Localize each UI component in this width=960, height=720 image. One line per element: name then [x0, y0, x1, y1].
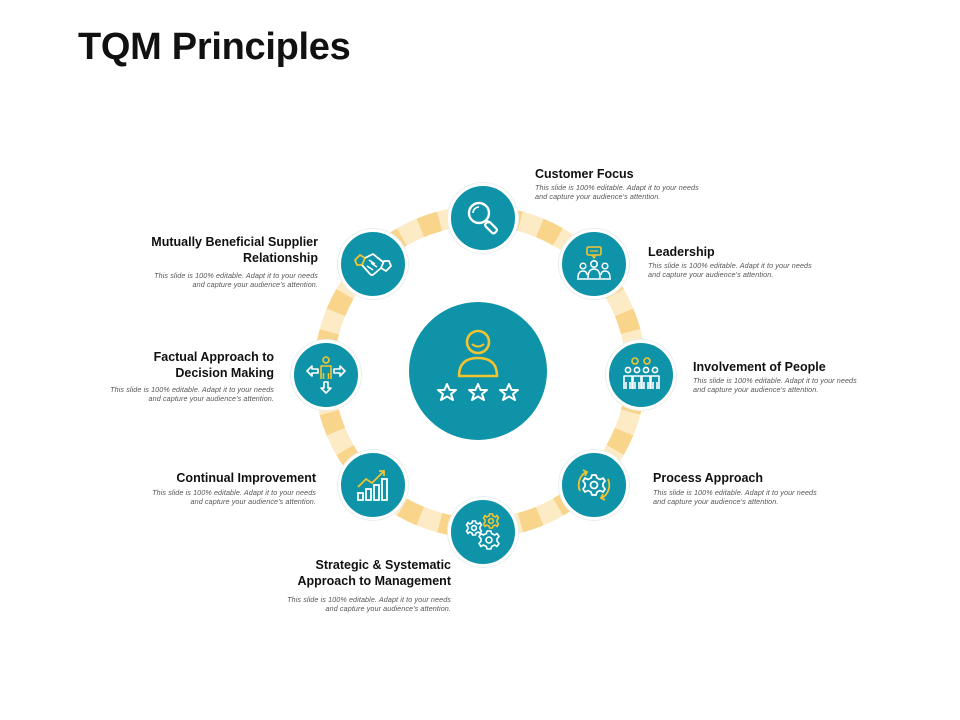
ring-segment: [517, 211, 544, 238]
ring-segment: [326, 427, 354, 455]
ring-segment: [416, 211, 443, 238]
group-people-icon: [623, 357, 660, 389]
node-involvement-of-people: [606, 340, 676, 410]
desc-factual-approach: This slide is 100% editable. Adapt it to…: [110, 385, 274, 403]
desc-strategic-systematic: This slide is 100% editable. Adapt it to…: [287, 595, 451, 613]
ring-segment: [416, 506, 443, 533]
magnifier-icon: [467, 201, 498, 235]
label-continual-improvement: Continual Improvement: [176, 471, 316, 485]
label-factual-approach: Factual Approach to Decision Making: [153, 350, 274, 380]
gears-icon: [465, 513, 500, 550]
ring-segment: [535, 498, 563, 526]
desc-customer-focus: This slide is 100% editable. Adapt it to…: [535, 183, 699, 201]
ring-segment: [319, 409, 346, 436]
ring-segment: [606, 289, 634, 317]
node-mutually-beneficial: [338, 229, 408, 299]
decision-arrows-icon: [306, 356, 346, 394]
ring-segment: [614, 409, 641, 436]
center-circle: [409, 302, 547, 440]
node-customer-focus: [448, 183, 518, 253]
node-continual-improvement: [338, 450, 408, 520]
desc-mutually-beneficial: This slide is 100% editable. Adapt it to…: [154, 271, 318, 289]
label-customer-focus: Customer Focus: [535, 167, 634, 181]
node-factual-approach: [291, 340, 361, 410]
ring-segment: [614, 308, 641, 335]
ring-segment: [606, 427, 634, 455]
node-strategic-systematic: [448, 497, 518, 567]
desc-process-approach: This slide is 100% editable. Adapt it to…: [653, 488, 817, 506]
growth-chart-icon: [357, 470, 388, 501]
label-process-approach: Process Approach: [653, 471, 763, 485]
ring-segment: [535, 218, 563, 246]
desc-involvement-of-people: This slide is 100% editable. Adapt it to…: [693, 376, 857, 394]
ring-segment: [319, 308, 346, 335]
ring-segment: [517, 506, 544, 533]
label-involvement-of-people: Involvement of People: [693, 360, 826, 374]
node-leadership: [559, 229, 629, 299]
label-strategic-systematic: Strategic & Systematic Approach to Manag…: [297, 558, 452, 588]
ring-segment: [326, 289, 354, 317]
handshake-icon: [354, 253, 392, 276]
label-mutually-beneficial: Mutually Beneficial Supplier Relationshi…: [151, 235, 318, 265]
ring-segment: [397, 498, 425, 526]
label-leadership: Leadership: [648, 245, 715, 259]
node-process-approach: [559, 450, 629, 520]
desc-continual-improvement: This slide is 100% editable. Adapt it to…: [152, 488, 316, 506]
gear-cycle-icon: [577, 469, 611, 501]
ring-segment: [397, 218, 425, 246]
desc-leadership: This slide is 100% editable. Adapt it to…: [648, 261, 812, 279]
team-speech-bubble-icon: [577, 246, 611, 280]
person-with-stars-icon: [437, 329, 519, 401]
page-title: TQM Principles: [78, 26, 351, 68]
